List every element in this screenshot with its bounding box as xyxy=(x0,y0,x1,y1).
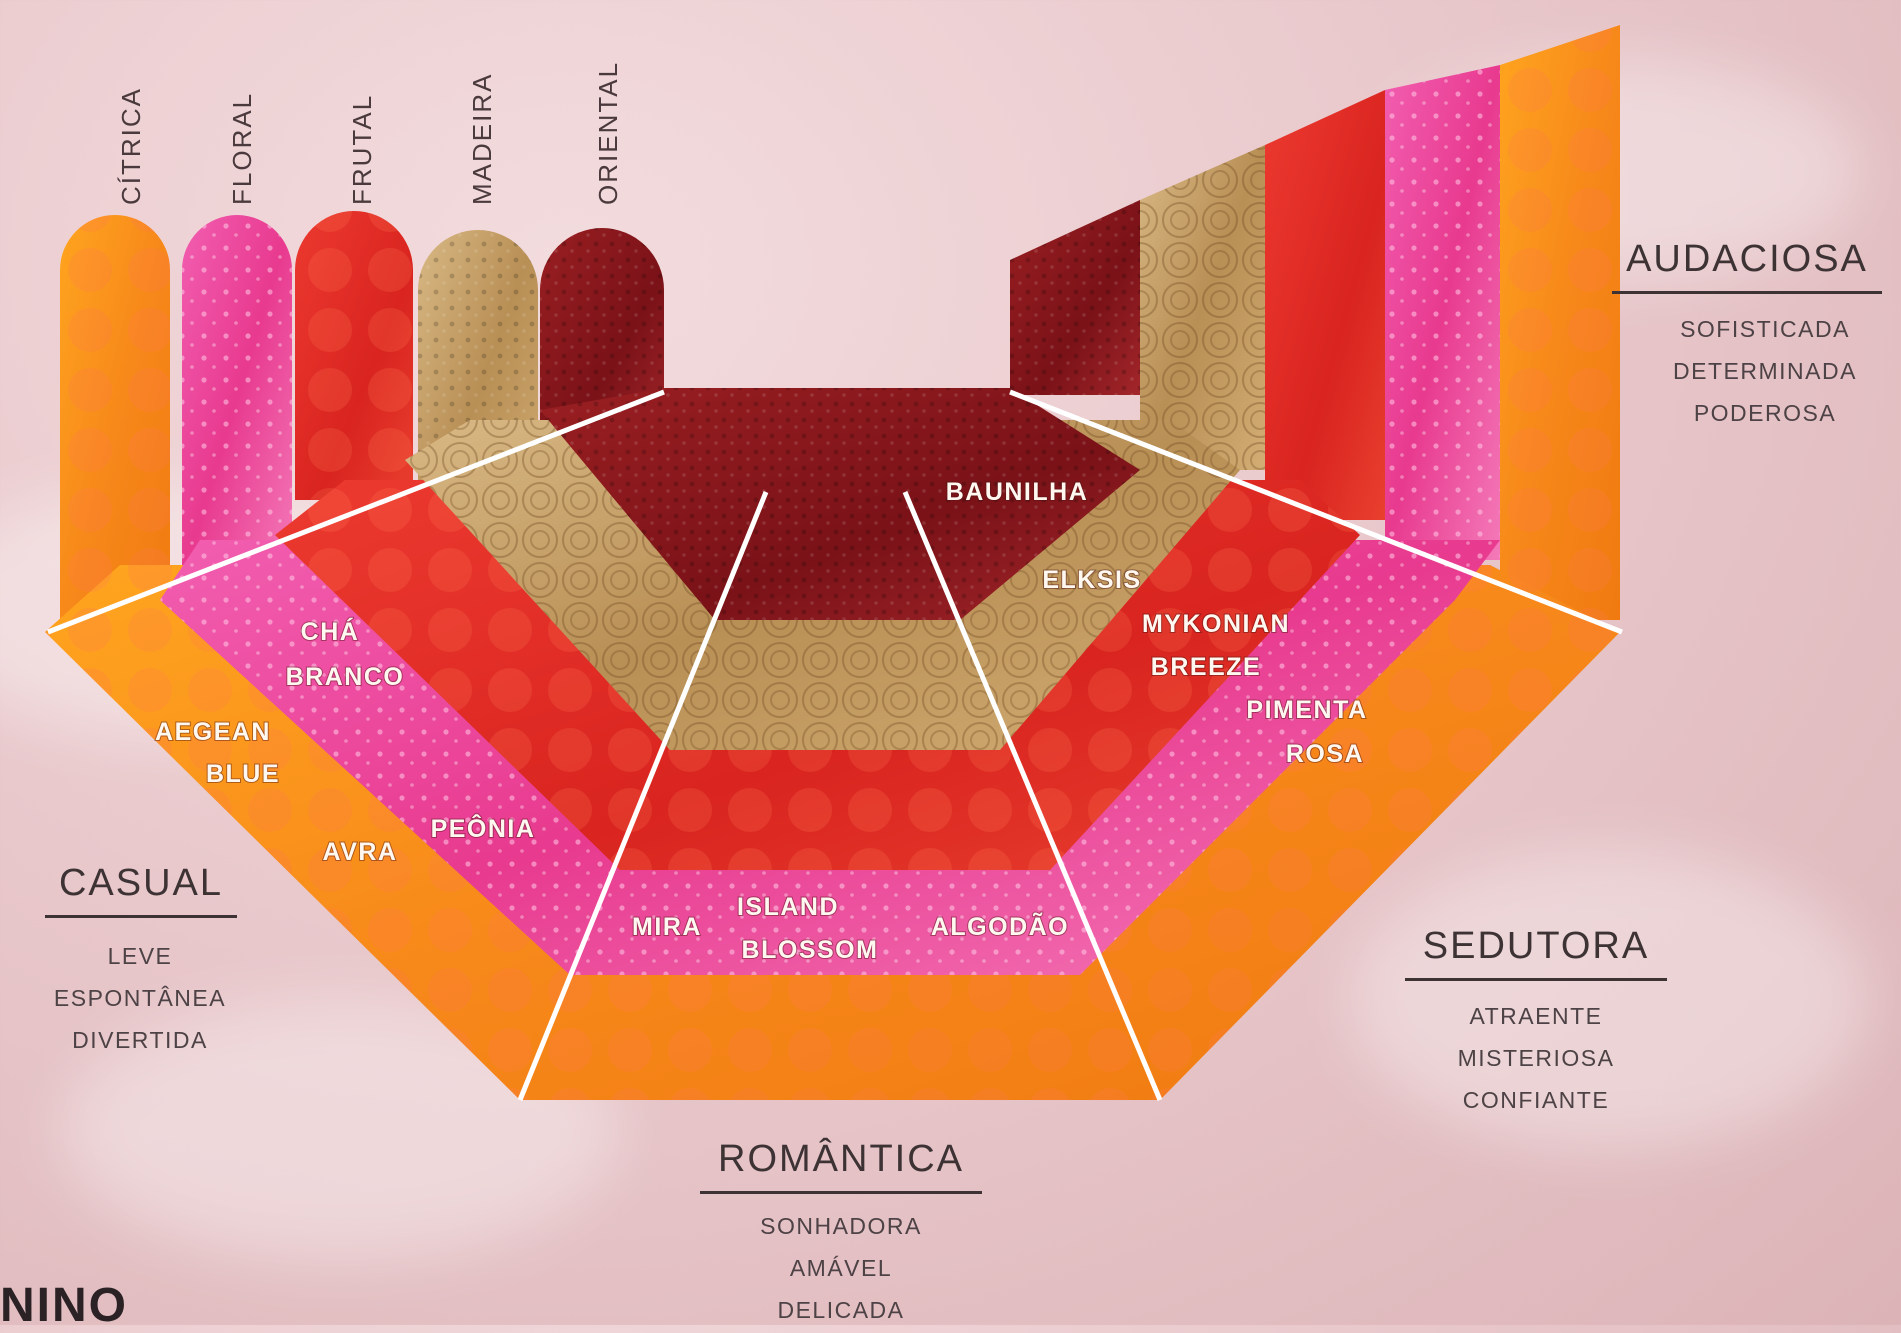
fragrance-aegean-blue-line1: AEGEAN xyxy=(155,718,271,746)
trait: MISTERIOSA xyxy=(1405,1037,1667,1079)
category-title-audaciosa: AUDACIOSA xyxy=(1612,238,1882,294)
category-traits-sedutora: ATRAENTE MISTERIOSA CONFIANTE xyxy=(1405,995,1667,1121)
trait: SONHADORA xyxy=(700,1205,982,1247)
trait: DIVERTIDA xyxy=(20,1019,260,1061)
category-traits-audaciosa: SOFISTICADA DETERMINADA PODEROSA xyxy=(1640,308,1890,434)
trait: ATRAENTE xyxy=(1405,995,1667,1037)
fragrance-island-blossom-line2: BLOSSOM xyxy=(742,936,879,964)
trait: SOFISTICADA xyxy=(1640,308,1890,350)
category-title-casual: CASUAL xyxy=(45,862,237,918)
fragrance-cha-branco-line2: BRANCO xyxy=(286,663,405,691)
trait: DETERMINADA xyxy=(1640,350,1890,392)
fragrance-pimenta-rosa-line1: PIMENTA xyxy=(1246,696,1367,724)
fragrance-baunilha: BAUNILHA xyxy=(946,478,1089,506)
fragrance-pimenta-rosa-line2: ROSA xyxy=(1286,740,1364,768)
trait: CONFIANTE xyxy=(1405,1079,1667,1121)
fragrance-mykonian-breeze-line1: MYKONIAN xyxy=(1142,610,1290,638)
fragrance-cha-branco-line1: CHÁ xyxy=(301,617,360,646)
fragrance-avra: AVRA xyxy=(323,838,398,866)
fragrance-peonia: PEÔNIA xyxy=(431,813,536,843)
trait: ESPONTÂNEA xyxy=(20,977,260,1019)
fragrance-mira: MIRA xyxy=(632,913,702,941)
category-title-sedutora: SEDUTORA xyxy=(1405,925,1667,981)
category-title-romantica: ROMÂNTICA xyxy=(700,1138,982,1194)
fragrance-mykonian-breeze-line2: BREEZE xyxy=(1151,653,1261,681)
category-traits-romantica: SONHADORA AMÁVEL DELICADA xyxy=(700,1205,982,1331)
fragrance-algodao: ALGODÃO xyxy=(931,911,1069,941)
fragrance-aegean-blue-line2: BLUE xyxy=(206,760,280,788)
trait: PODEROSA xyxy=(1640,392,1890,434)
trait: AMÁVEL xyxy=(700,1247,982,1289)
fragrance-elksis: ELKSIS xyxy=(1042,566,1141,594)
trait: LEVE xyxy=(20,935,260,977)
fragrance-island-blossom-line1: ISLAND xyxy=(737,893,839,921)
category-traits-casual: LEVE ESPONTÂNEA DIVERTIDA xyxy=(20,935,260,1061)
